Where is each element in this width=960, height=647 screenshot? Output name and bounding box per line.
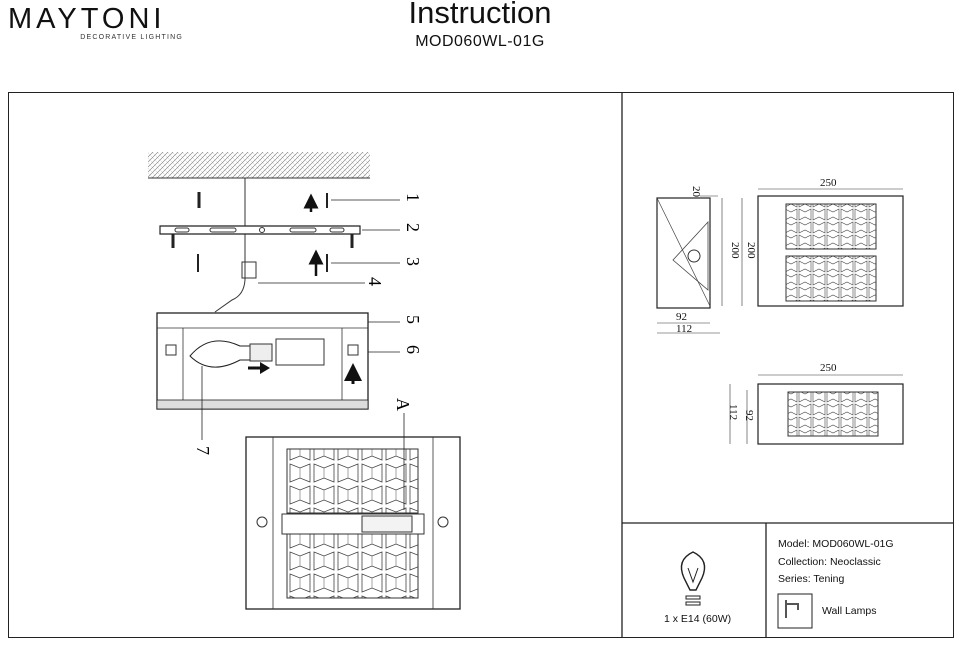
- brand-tagline: DECORATIVE LIGHTING: [80, 34, 183, 41]
- top-depth-outer-dim: 112: [727, 404, 739, 420]
- top-depth-inner-dim: 92: [743, 410, 755, 421]
- front-view: [757, 188, 904, 307]
- drawing-frame: [8, 92, 954, 638]
- part-number-2: 2: [403, 223, 423, 232]
- model-code: MOD060WL-01G: [415, 33, 545, 50]
- part-number-5: 5: [403, 315, 423, 324]
- spec-series: Series: Tening: [778, 573, 845, 585]
- front-height-dim-b: 200: [745, 242, 757, 259]
- wall-lamp-icon: [777, 593, 813, 629]
- spec-collection: Collection: Neoclassic: [778, 556, 881, 568]
- detail-label-a: A: [393, 398, 413, 411]
- top-width-dim: 250: [820, 362, 837, 374]
- bulb-icon: [680, 551, 706, 606]
- brand-name: MAYTONI: [8, 3, 166, 35]
- front-height-dim-a: 200: [729, 242, 741, 259]
- part-number-7: 7: [193, 446, 213, 455]
- assembly-drawing: [148, 152, 461, 610]
- side-depth-outer-dim: 112: [676, 323, 692, 335]
- side-top-dim: 20: [690, 186, 702, 198]
- spec-model: Model: MOD060WL-01G: [778, 538, 894, 550]
- page-title: Instruction: [408, 0, 552, 30]
- side-view: [656, 195, 743, 334]
- part-number-1: 1: [403, 193, 423, 202]
- bulb-spec: 1 x E14 (60W): [664, 613, 732, 625]
- part-number-3: 3: [403, 257, 423, 266]
- brand-logo: MAYTONI DECORATIVE LIGHTING: [8, 2, 183, 41]
- side-depth-inner-dim: 92: [676, 311, 687, 323]
- part-number-6: 6: [403, 345, 423, 354]
- front-width-dim: 250: [820, 177, 837, 189]
- top-view: [729, 374, 904, 445]
- spec-category: Wall Lamps: [822, 605, 877, 617]
- part-number-4: 4: [365, 277, 385, 286]
